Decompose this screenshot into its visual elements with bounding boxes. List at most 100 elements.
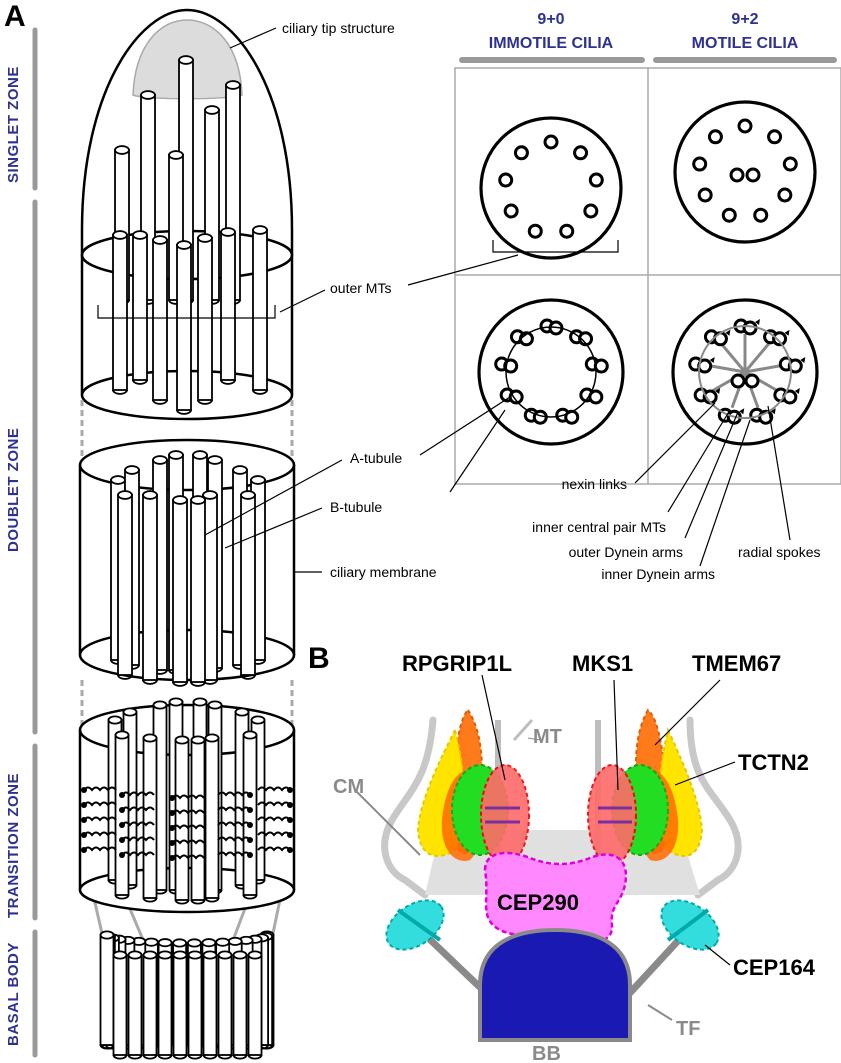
microtubule xyxy=(144,734,157,901)
microtubule xyxy=(198,234,212,404)
microtubule xyxy=(204,951,217,1058)
microtubule-section xyxy=(595,360,607,372)
y-link-knob xyxy=(287,787,293,793)
microtubule-section xyxy=(746,375,758,387)
y-link-knob xyxy=(169,855,175,861)
y-link-knob xyxy=(81,817,87,823)
panel-label-b: B xyxy=(308,642,330,675)
y-link-knob xyxy=(169,825,175,831)
zone-label-basal: BASAL BODY xyxy=(5,942,22,1046)
basal-body-triplets xyxy=(101,931,274,1058)
y-link-knob xyxy=(287,832,293,838)
microtubule xyxy=(153,236,167,404)
microtubule-section xyxy=(566,411,578,423)
microtubule xyxy=(241,491,255,679)
structure-label-bb: BB xyxy=(532,1043,561,1063)
microtubule-section xyxy=(769,131,781,143)
basal-body-cylinder xyxy=(101,931,274,1058)
microtubule-section xyxy=(779,189,791,201)
zone-label-transition: TRANSITION ZONE xyxy=(5,773,22,918)
y-link-knob xyxy=(119,822,125,828)
protein-label-cep290: CEP290 xyxy=(497,890,579,915)
microtubule xyxy=(221,228,235,384)
microtubule-section xyxy=(714,333,726,345)
y-link-knob xyxy=(287,817,293,823)
y-link-knob xyxy=(119,792,125,798)
microtubule xyxy=(159,951,172,1058)
microtubule-section xyxy=(694,158,706,170)
microtubule xyxy=(174,951,187,1058)
panel-label-a: A xyxy=(4,0,26,33)
y-link-knob xyxy=(81,802,87,808)
microtubule xyxy=(173,496,187,686)
label-outer-mts: outer MTs xyxy=(330,280,391,296)
microtubule-section xyxy=(515,147,527,159)
microtubule-section xyxy=(709,131,721,143)
y-link-knob xyxy=(169,840,175,846)
microtubule xyxy=(143,491,157,684)
microtubule xyxy=(133,231,147,384)
microtubule-section xyxy=(755,209,767,221)
zone-label-singlet: SINGLET ZONE xyxy=(5,66,22,183)
microtubule xyxy=(191,496,205,686)
header-motile-label: MOTILE CILIA xyxy=(692,35,799,52)
microtubule-section xyxy=(731,169,743,181)
microtubule xyxy=(144,951,157,1058)
protein-label-tmem67: TMEM67 xyxy=(692,651,781,676)
microtubule-section xyxy=(545,136,557,148)
microtubule-section xyxy=(585,205,597,217)
y-link-knob xyxy=(81,832,87,838)
label-outer-dynein: outer Dynein arms xyxy=(569,544,683,560)
y-link-knob xyxy=(119,807,125,813)
protein-label-rpgrip1l: RPGRIP1L xyxy=(402,651,512,676)
microtubule xyxy=(253,226,267,394)
protein-label-cep164: CEP164 xyxy=(733,955,816,980)
protein-label-tctn2: TCTN2 xyxy=(738,750,809,775)
microtubule xyxy=(189,951,202,1058)
y-link-knob xyxy=(169,810,175,816)
basal-body-shape xyxy=(480,930,630,1040)
microtubule-section xyxy=(747,169,759,181)
microtubule xyxy=(116,731,129,898)
microtubule-section xyxy=(784,158,796,170)
y-link-knob xyxy=(287,802,293,808)
microtubule-section xyxy=(561,225,573,237)
transition-zone-diagram xyxy=(377,710,738,1040)
microtubule xyxy=(206,734,219,901)
y-link-knob xyxy=(247,852,253,858)
microtubule xyxy=(219,951,232,1058)
microtubule xyxy=(177,241,191,414)
microtubule-section xyxy=(744,322,756,334)
microtubule-section xyxy=(590,174,602,186)
microtubule-section xyxy=(699,189,711,201)
y-link-knob xyxy=(169,795,175,801)
microtubule xyxy=(176,736,189,903)
structure-label-mt: MT xyxy=(533,726,562,748)
header-motile-code: 9+2 xyxy=(731,11,758,28)
microtubule-section xyxy=(500,174,512,186)
cilium-upper-segment xyxy=(82,10,292,419)
microtubule xyxy=(114,951,127,1058)
label-central-pair: inner central pair MTs xyxy=(532,519,666,535)
y-link-knob xyxy=(119,837,125,843)
microtubule xyxy=(192,736,205,903)
y-link-knob xyxy=(287,847,293,853)
microtubule-section xyxy=(739,120,751,132)
label-inner-dynein: inner Dynein arms xyxy=(601,566,715,582)
label-nexin-links: nexin links xyxy=(562,476,627,492)
microtubule-section xyxy=(505,205,517,217)
y-link-knob xyxy=(247,837,253,843)
microtubule-section xyxy=(529,225,541,237)
y-link-knob xyxy=(247,792,253,798)
cilium-doublet-segment xyxy=(80,440,294,686)
label-b-tubule: B-tubule xyxy=(330,499,382,515)
microtubule-section xyxy=(575,147,587,159)
microtubule xyxy=(234,951,247,1058)
y-link-knob xyxy=(247,807,253,813)
microtubule xyxy=(101,931,114,1048)
zone-label-doublet: DOUBLET ZONE xyxy=(5,428,22,552)
label-ciliary-tip: ciliary tip structure xyxy=(282,20,395,36)
microtubule xyxy=(129,951,142,1058)
header-immotile-label: IMMOTILE CILIA xyxy=(489,35,614,52)
